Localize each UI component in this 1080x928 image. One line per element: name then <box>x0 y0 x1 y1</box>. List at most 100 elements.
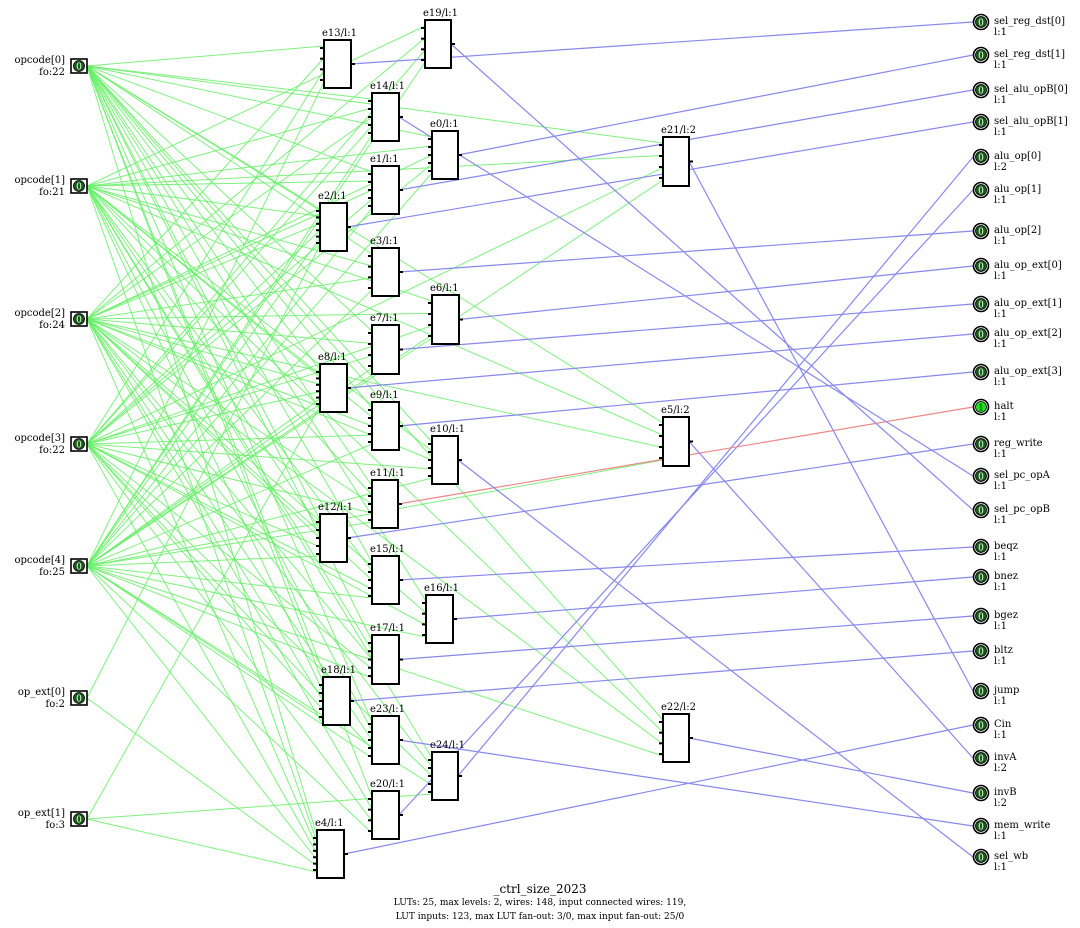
wire-opcode2-e5 <box>86 318 664 449</box>
lut-e6[interactable]: e6/l:1 <box>428 283 463 345</box>
wire-opcode4-e8 <box>86 398 321 567</box>
input-fanout: fo:22 <box>39 67 65 78</box>
lut-e22[interactable]: e22/l:2 <box>659 702 696 763</box>
wire-e9-alu_op_ext3 <box>398 371 974 427</box>
lut-e0[interactable]: e0/l:1 <box>428 119 462 180</box>
lut-e3[interactable]: e3/l:1 <box>368 236 403 297</box>
wire-opcode1-e2 <box>86 185 321 217</box>
wire-opcode4-e9 <box>86 443 373 567</box>
lut-e18[interactable]: e18/l:1 <box>319 665 356 726</box>
lut-e4[interactable]: e4/l:1 <box>313 818 348 879</box>
wire-e2-sel_alu_opB1 <box>346 121 974 228</box>
lut-e16[interactable]: e16/l:1 <box>422 583 459 644</box>
input-name: opcode[0] <box>14 55 65 66</box>
lut-e13[interactable]: e13/l:1 <box>320 28 357 89</box>
lut-label: e21/l:2 <box>661 125 696 136</box>
lut-e12[interactable]: e12/l:1 <box>316 502 353 563</box>
lut-e23[interactable]: e23/l:1 <box>368 704 405 765</box>
input-name: op_ext[0] <box>18 687 65 698</box>
wire-opcode0-e20 <box>86 65 373 798</box>
wire-e6-alu_op_ext0 <box>458 265 974 321</box>
lut-e21[interactable]: e21/l:2 <box>659 125 696 187</box>
wire-opcode4-e3 <box>86 289 373 567</box>
lut-e8[interactable]: e8/l:1 <box>316 352 351 413</box>
wire-opcode0-e9 <box>86 65 373 409</box>
lut-e11[interactable]: e11/l:1 <box>368 468 405 529</box>
output-port-value: 0 <box>978 613 984 623</box>
lut-e19[interactable]: e19/l:1 <box>421 8 458 69</box>
input-port-opext0[interactable]: 0op_ext[0]fo:2 <box>18 687 88 710</box>
input-name: opcode[2] <box>14 308 65 319</box>
input-port-value: 0 <box>76 316 82 326</box>
lut-e14[interactable]: e14/l:1 <box>368 81 405 142</box>
wire-opcode4-e13 <box>86 81 325 567</box>
output-port-value: 0 <box>978 441 984 451</box>
wire-e17-bgez <box>398 615 974 661</box>
lut-e1[interactable]: e1/l:1 <box>368 154 403 215</box>
lut-e2[interactable]: e2/l:1 <box>316 191 351 252</box>
lut-e24[interactable]: e24/l:1 <box>428 740 465 801</box>
lut-e10[interactable]: e10/l:1 <box>428 424 465 485</box>
lut-label: e7/l:1 <box>370 313 399 324</box>
lut-e15[interactable]: e15/l:1 <box>368 544 405 605</box>
output-name: sel_pc_opB <box>994 504 1050 515</box>
wire-opcode4-e15 <box>86 565 373 599</box>
lut-label: e19/l:1 <box>423 8 458 19</box>
output-name: bltz <box>994 645 1013 656</box>
output-port-value: 0 <box>978 823 984 833</box>
output-name: sel_reg_dst[0] <box>994 16 1065 27</box>
wire-e12-reg_write <box>346 443 974 539</box>
output-name: alu_op[1] <box>994 184 1041 195</box>
input-port-opext1[interactable]: 0op_ext[1]fo:3 <box>18 808 88 831</box>
wire-opcode0-e5 <box>86 65 664 424</box>
lut-e9[interactable]: e9/l:1 <box>368 390 403 451</box>
input-port-value: 0 <box>76 563 82 573</box>
wire-opcode4-e16 <box>86 565 427 638</box>
wire-opcode3-e8 <box>86 391 321 445</box>
lut-e5[interactable]: e5/l:2 <box>659 405 693 467</box>
output-name: reg_write <box>994 438 1043 449</box>
output-port-value: 0 <box>978 722 984 732</box>
output-level: l:1 <box>994 449 1007 460</box>
wire-opcode0-e13 <box>86 45 325 67</box>
lut-e20[interactable]: e20/l:1 <box>368 779 405 840</box>
lut-e7[interactable]: e7/l:1 <box>368 313 403 375</box>
output-name: Cin <box>994 719 1012 730</box>
output-name: alu_op[0] <box>994 151 1041 162</box>
wire-opext1-e8 <box>86 405 321 820</box>
wire-e20-alu_op1 <box>398 189 974 816</box>
wire-opcode2-e17 <box>86 318 373 660</box>
output-level: l:1 <box>994 271 1007 282</box>
lut-e17[interactable]: e17/l:1 <box>368 623 405 685</box>
